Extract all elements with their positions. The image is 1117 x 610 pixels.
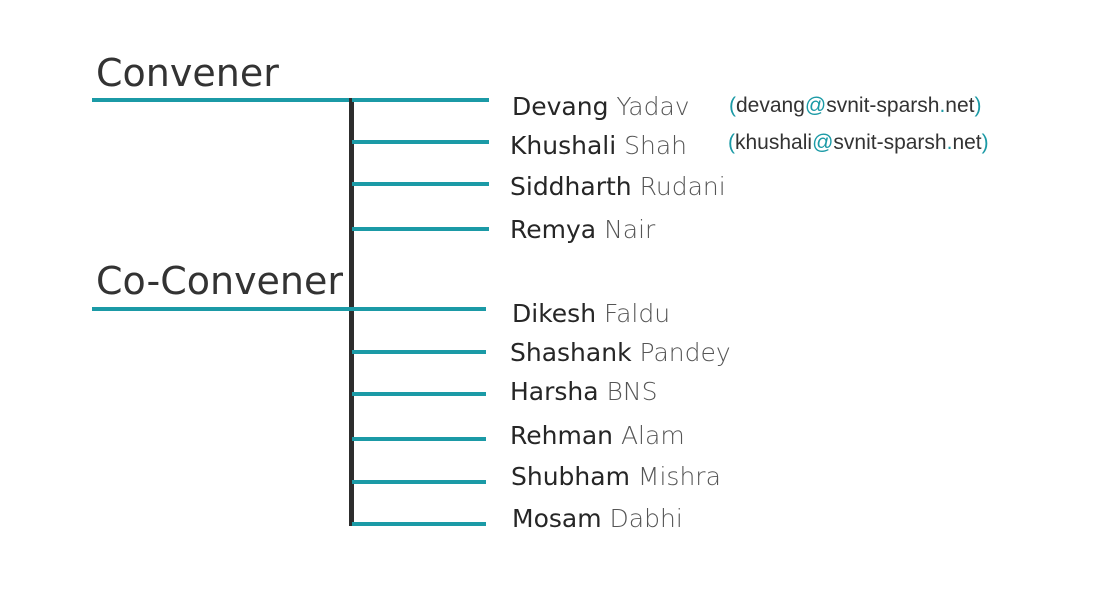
branch-line (352, 140, 489, 144)
convener-title: Convener (96, 51, 279, 95)
branch-line (352, 182, 489, 186)
member-devang-yadav: Devang Yadav (512, 94, 690, 119)
member-siddharth-rudani: Siddharth Rudani (510, 174, 726, 199)
member-first-name: Dikesh (512, 299, 597, 328)
branch-line (352, 307, 486, 311)
member-last-name: Shah (624, 131, 688, 160)
member-email[interactable]: (khushali@svnit-sparsh.net) (728, 131, 989, 154)
branch-line (352, 392, 486, 396)
convener-underline (92, 98, 354, 102)
member-first-name: Mosam (512, 504, 602, 533)
member-rehman-alam: Rehman Alam (510, 423, 685, 448)
co-convener-title: Co-Convener (96, 259, 344, 303)
member-last-name: Rudani (639, 172, 726, 201)
branch-line (352, 437, 486, 441)
member-last-name: Mishra (637, 462, 721, 491)
member-first-name: Harsha (510, 377, 599, 406)
member-last-name: Pandey (639, 338, 731, 367)
member-harsha-bns: Harsha BNS (510, 379, 658, 404)
branch-line (352, 480, 486, 484)
branch-line (352, 227, 489, 231)
member-first-name: Devang (512, 92, 609, 121)
member-last-name: BNS (606, 377, 658, 406)
member-khushali-shah: Khushali Shah (510, 133, 687, 158)
member-last-name: Nair (604, 215, 656, 244)
member-email[interactable]: (devang@svnit-sparsh.net) (729, 94, 982, 117)
member-first-name: Khushali (510, 131, 617, 160)
member-dikesh-faldu: Dikesh Faldu (512, 301, 670, 326)
member-first-name: Remya (510, 215, 597, 244)
member-shashank-pandey: Shashank Pandey (510, 340, 731, 365)
hierarchy-spine (349, 98, 354, 526)
member-last-name: Alam (620, 421, 685, 450)
member-first-name: Siddharth (510, 172, 632, 201)
branch-line (352, 522, 486, 526)
member-first-name: Rehman (510, 421, 613, 450)
member-remya-nair: Remya Nair (510, 217, 655, 242)
member-first-name: Shubham (511, 462, 630, 491)
branch-line (352, 350, 486, 354)
member-first-name: Shashank (510, 338, 632, 367)
member-last-name: Faldu (604, 299, 671, 328)
member-last-name: Dabhi (609, 504, 683, 533)
co-convener-underline (92, 307, 354, 311)
member-mosam-dabhi: Mosam Dabhi (512, 506, 683, 531)
branch-line (352, 98, 489, 102)
member-shubham-mishra: Shubham Mishra (511, 464, 721, 489)
member-last-name: Yadav (616, 92, 690, 121)
